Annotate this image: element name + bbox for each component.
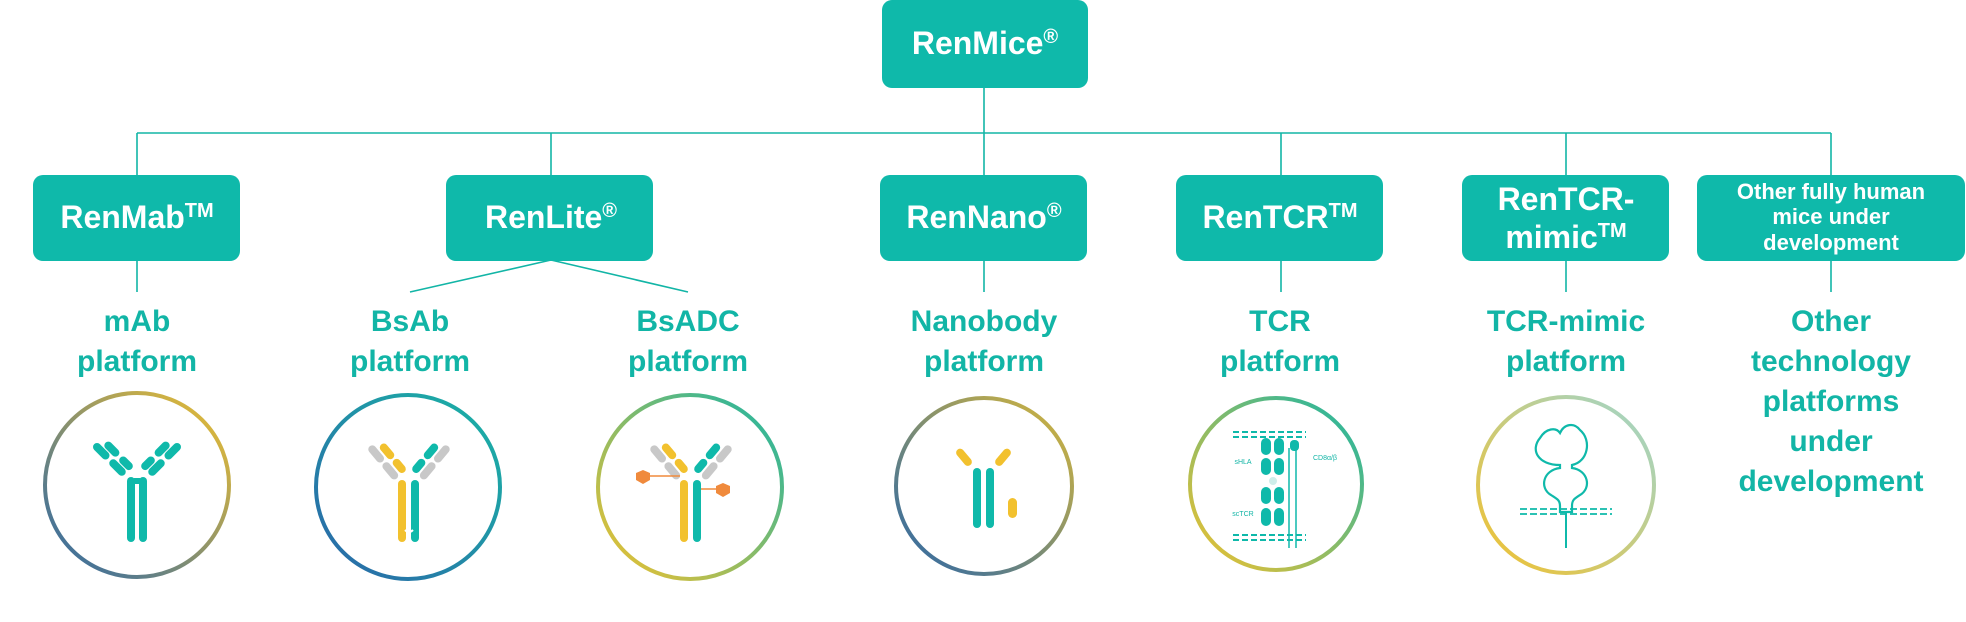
bsab-platform-line1: BsAb bbox=[371, 305, 449, 338]
bispecific-antibody-icon bbox=[368, 443, 450, 542]
tcr-icon-hla-label: sHLA bbox=[1234, 459, 1251, 466]
node-renlite: RenLite® bbox=[446, 175, 653, 261]
tcr-platform-line1: TCR bbox=[1249, 305, 1311, 338]
connector-renlite-split bbox=[409, 259, 689, 293]
node-renmab: RenMabTM bbox=[33, 175, 240, 261]
mab-platform-line1: mAb bbox=[104, 305, 171, 338]
tcr-icon-tcr-label: scTCR bbox=[1232, 511, 1253, 518]
mab-circle bbox=[43, 391, 231, 579]
other-platform-line2: technology bbox=[1751, 345, 1911, 378]
root-label: RenMice® bbox=[912, 25, 1059, 61]
nanobody-circle bbox=[894, 396, 1074, 576]
node-rentcr: RenTCRTM bbox=[1176, 175, 1383, 261]
antibody-icon bbox=[93, 441, 181, 542]
tcr-mimic-platform-line2: platform bbox=[1506, 345, 1626, 378]
other-mice-line1: Other fully human bbox=[1737, 179, 1925, 204]
bispecific-adc-icon bbox=[636, 443, 732, 542]
renlite-label: RenLite® bbox=[485, 199, 617, 235]
nanobody-platform-line1: Nanobody bbox=[911, 305, 1058, 338]
root-node: RenMice® bbox=[882, 0, 1088, 88]
bsab-platform-line2: platform bbox=[350, 345, 470, 378]
rennano-label: RenNano® bbox=[906, 199, 1061, 235]
bsab-circle bbox=[314, 393, 502, 581]
other-platform-line5: development bbox=[1738, 465, 1923, 498]
tcr-mimic-icon bbox=[1520, 423, 1612, 548]
node-rennano: RenNano® bbox=[880, 175, 1087, 261]
nanobody-icon bbox=[956, 448, 1017, 528]
mab-platform-line2: platform bbox=[77, 345, 197, 378]
tcr-mimic-platform-line1: TCR-mimic bbox=[1487, 305, 1645, 338]
node-other-mice: Other fully human mice under development bbox=[1697, 175, 1965, 261]
tcr-circle bbox=[1188, 396, 1364, 572]
tcr-icon-cd-label: CD8α/β bbox=[1313, 455, 1337, 462]
other-platform-line3: platforms bbox=[1763, 385, 1900, 418]
bsadc-circle bbox=[596, 393, 784, 581]
tcr-platform-line2: platform bbox=[1220, 345, 1340, 378]
bsadc-platform-line1: BsADC bbox=[636, 305, 739, 338]
connector-lines bbox=[136, 88, 1832, 293]
tcr-mimic-circle bbox=[1476, 395, 1656, 575]
icon-circles bbox=[43, 391, 1656, 581]
other-platform-line4: under bbox=[1789, 425, 1873, 458]
rentcr-mimic-label-line1: RenTCR- bbox=[1498, 181, 1635, 217]
rentcr-label: RenTCRTM bbox=[1202, 199, 1357, 235]
platform-labels: mAb platform BsAb platform BsADC platfor… bbox=[77, 305, 1924, 498]
other-mice-line3: development bbox=[1763, 230, 1899, 255]
other-mice-line2: mice under bbox=[1772, 204, 1890, 229]
bsadc-platform-line2: platform bbox=[628, 345, 748, 378]
node-rentcr-mimic: RenTCR- mimicTM bbox=[1462, 175, 1669, 261]
nanobody-platform-line2: platform bbox=[924, 345, 1044, 378]
rentcr-mimic-label-line2: mimicTM bbox=[1505, 219, 1626, 255]
renmab-label: RenMabTM bbox=[60, 199, 213, 235]
tcr-complex-icon: sHLA scTCR CD8α/β bbox=[1232, 431, 1337, 548]
other-platform-line1: Other bbox=[1791, 305, 1871, 338]
